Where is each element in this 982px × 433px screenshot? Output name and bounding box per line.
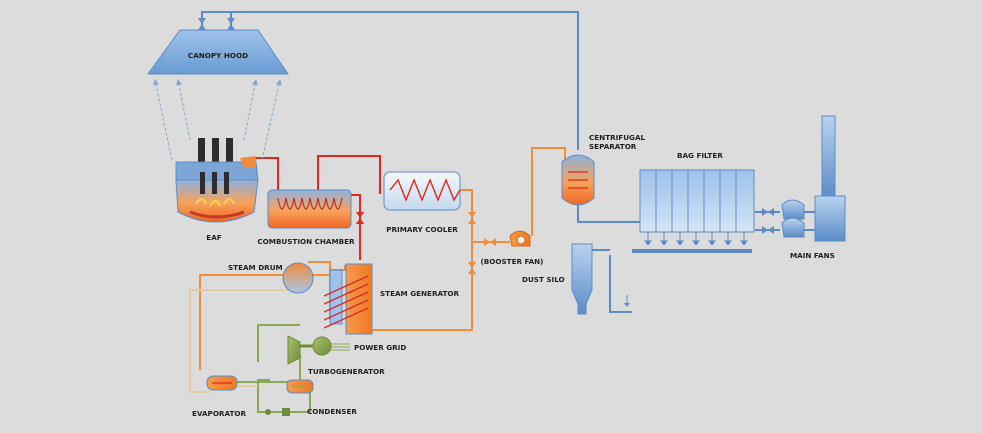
- bag-filter-label: BAG FILTER: [677, 151, 723, 160]
- main-fans-label: MAIN FANS: [790, 251, 835, 260]
- condenser: CONDENSER: [265, 379, 357, 416]
- steam-drum-label: STEAM DRUM: [228, 263, 283, 272]
- water-line: [237, 324, 311, 413]
- primary-cooler-label: PRIMARY COOLER: [386, 225, 458, 234]
- combustion-chamber: COMBUSTION CHAMBER: [257, 189, 355, 246]
- evaporator: EVAPORATOR: [192, 375, 246, 418]
- canopy-hood-label: CANOPY HOOD: [188, 51, 248, 60]
- turbogenerator: POWER GRID TURBOGENERATOR: [287, 335, 406, 376]
- flue-gas-valves: [468, 212, 496, 274]
- booster-fan-label: (BOOSTER FAN): [481, 257, 544, 266]
- centrifugal-separator: CENTRIFUGAL SEPARATOR: [561, 133, 646, 206]
- steam-generator: STEAM GENERATOR: [323, 263, 459, 335]
- combustion-chamber-label: COMBUSTION CHAMBER: [257, 237, 355, 246]
- primary-cooler: PRIMARY COOLER: [383, 171, 461, 234]
- power-grid-label: POWER GRID: [354, 343, 406, 352]
- centrifugal-separator-label-2: SEPARATOR: [589, 142, 637, 151]
- centrifugal-separator-label-1: CENTRIFUGAL: [589, 133, 646, 142]
- hot-gas-valve: [356, 212, 364, 224]
- eaf-furnace: EAF: [175, 138, 259, 242]
- steam-line-beige: [189, 289, 300, 393]
- steam-generator-label: STEAM GENERATOR: [380, 289, 459, 298]
- booster-fan: (BOOSTER FAN): [481, 230, 544, 266]
- eaf-label: EAF: [206, 233, 221, 242]
- condenser-label: CONDENSER: [307, 407, 357, 416]
- exhaust-stack: [814, 115, 846, 242]
- evaporator-label: EVAPORATOR: [192, 409, 246, 418]
- bag-filter-discharge-arrows: [644, 232, 748, 246]
- turbogenerator-label: TURBOGENERATOR: [308, 367, 385, 376]
- hood-duct-valves: [198, 18, 235, 30]
- main-fans: MAIN FANS: [762, 199, 835, 260]
- fume-arrows: [153, 79, 282, 161]
- dust-silo-label: DUST SILO: [522, 275, 565, 284]
- steam-drum: STEAM DRUM: [228, 262, 314, 294]
- dust-silo: DUST SILO: [522, 243, 630, 315]
- bag-filter: BAG FILTER: [632, 151, 755, 253]
- canopy-hood: CANOPY HOOD: [147, 29, 289, 75]
